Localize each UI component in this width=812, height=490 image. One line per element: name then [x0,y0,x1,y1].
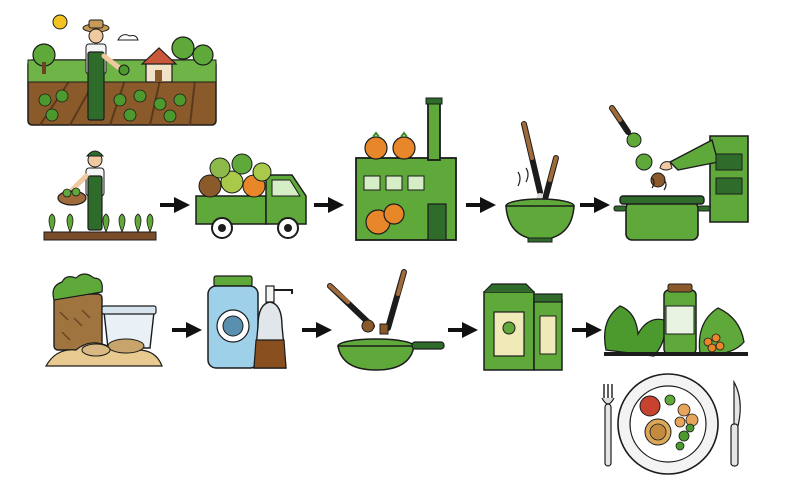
step-fresh-produce-icon [603,283,748,357]
step-harvest-icon [43,150,157,241]
step-processing-factory-icon [355,97,457,241]
farm-field-scene-icon [27,14,217,126]
step-packaging-icon [483,283,563,371]
step-preparation-bowl-icon [505,121,575,243]
step-cooking-pot-icon [609,105,749,241]
step-condiments-bottles-icon [207,275,293,369]
step-ingredients-icon [44,273,163,367]
step-transport-truck-icon [195,153,307,239]
step-frying-pan-icon [327,269,445,371]
plated-meal-icon [601,373,741,475]
